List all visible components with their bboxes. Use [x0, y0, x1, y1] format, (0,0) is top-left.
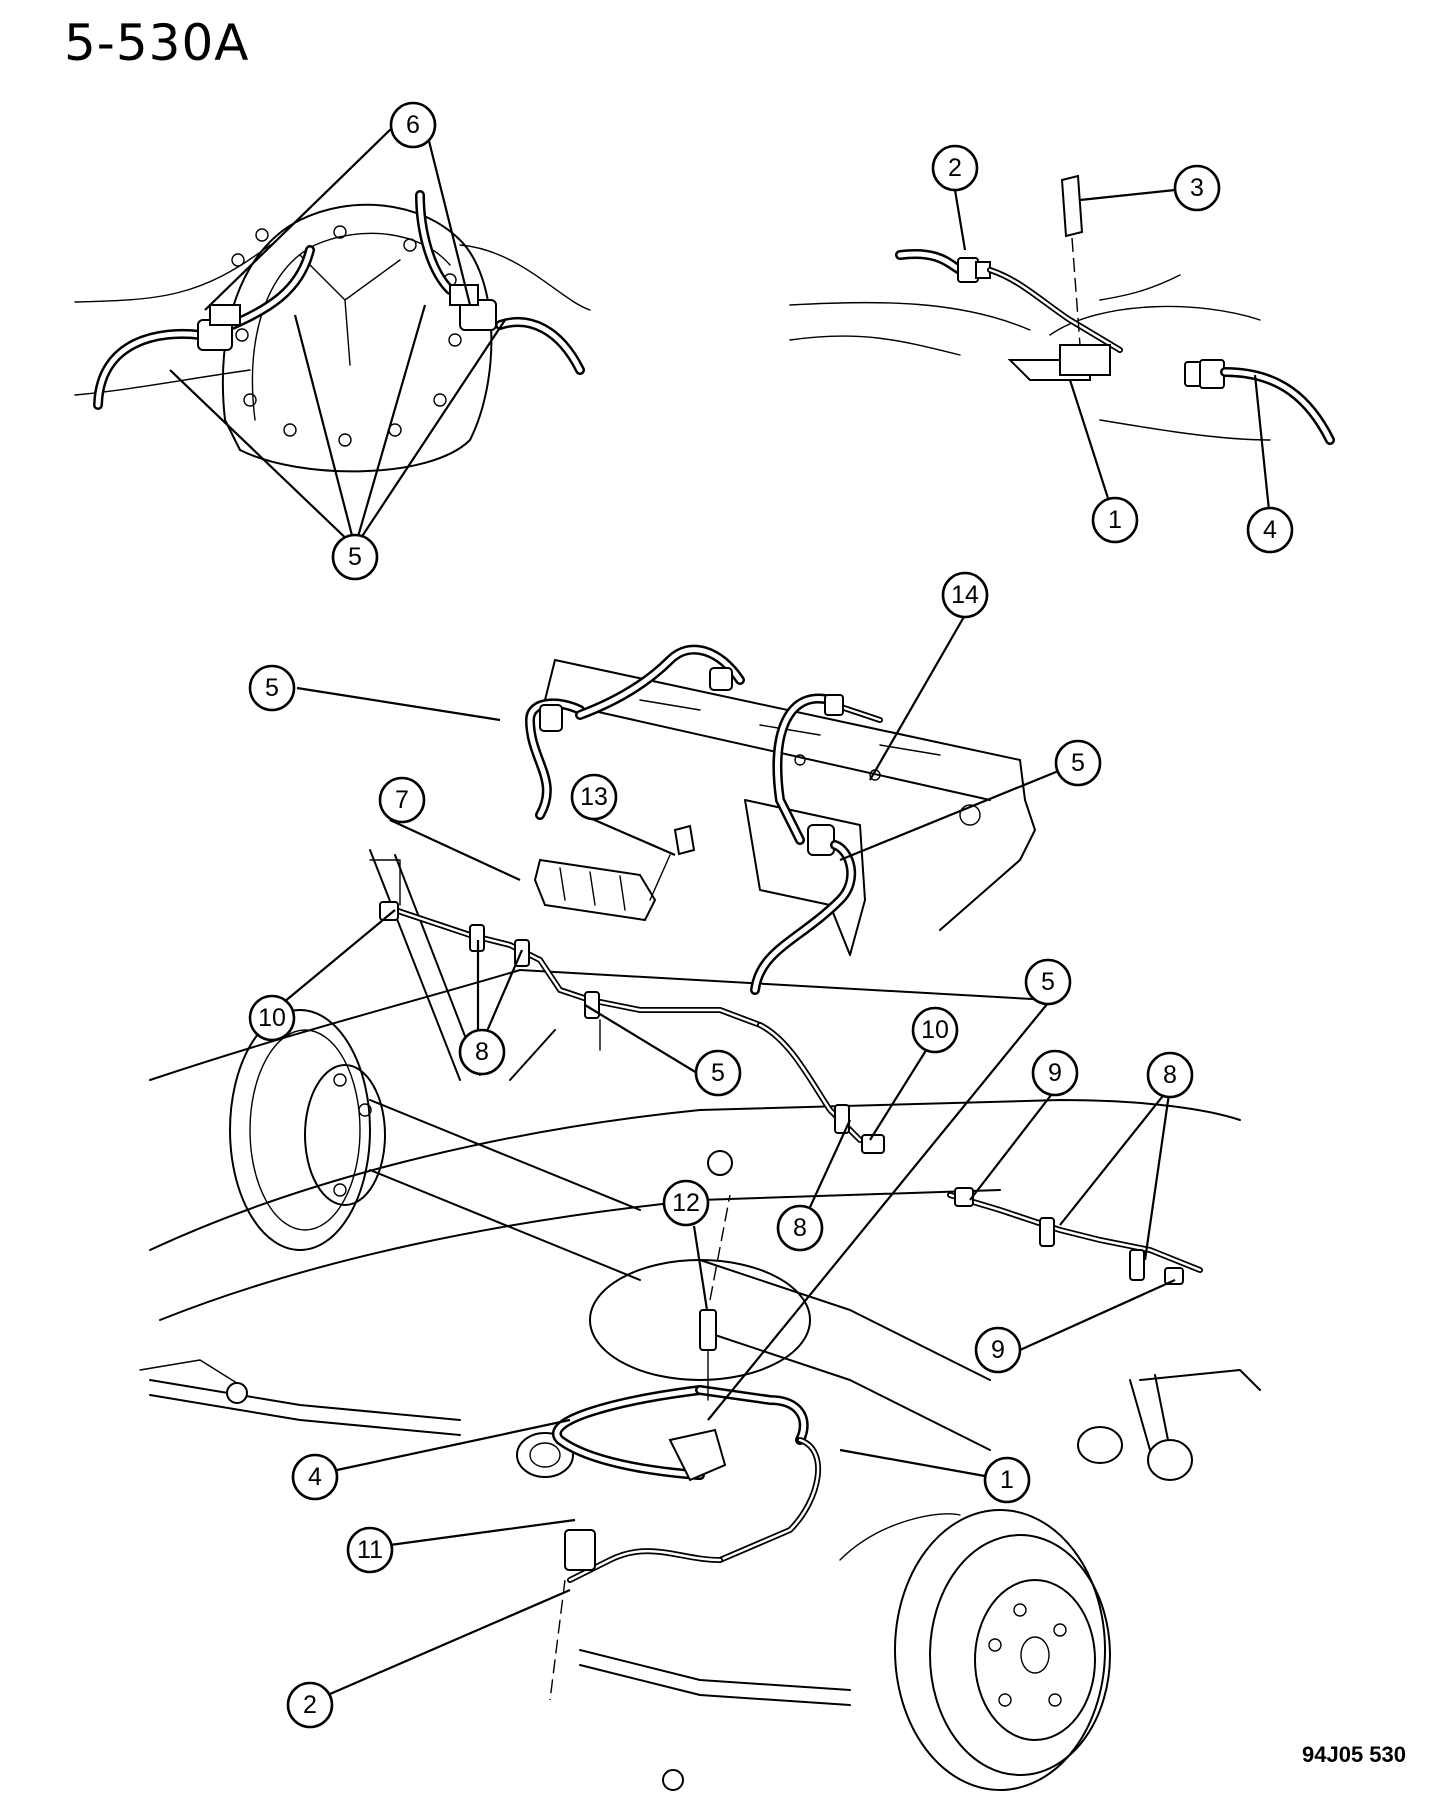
- callouts: 6 5 2 3 1 4 14 5 5 7 13 10 8 5 5 10 9 8 …: [248, 101, 1294, 1729]
- svg-text:2: 2: [948, 154, 962, 182]
- svg-text:4: 4: [308, 1463, 322, 1491]
- callout-5: 5: [694, 1049, 742, 1097]
- callout-11: 11: [346, 1526, 394, 1574]
- svg-text:10: 10: [258, 1004, 286, 1032]
- svg-text:7: 7: [395, 786, 409, 814]
- svg-text:11: 11: [357, 1536, 383, 1564]
- svg-text:3: 3: [1190, 174, 1204, 202]
- right-brake-drum: [894, 1509, 1111, 1791]
- svg-text:6: 6: [406, 111, 420, 139]
- svg-text:5: 5: [1041, 968, 1055, 996]
- callout-1: 1: [1091, 496, 1139, 544]
- svg-text:13: 13: [580, 783, 608, 811]
- svg-text:14: 14: [951, 581, 979, 609]
- svg-text:2: 2: [303, 1691, 317, 1719]
- svg-text:12: 12: [672, 1189, 700, 1217]
- svg-text:8: 8: [475, 1038, 489, 1066]
- callout-9: 9: [1031, 1049, 1079, 1097]
- page-title: 5-530A: [64, 14, 250, 72]
- callout-10: 10: [911, 1006, 959, 1054]
- callout-2: 2: [931, 144, 979, 192]
- callout-13: 13: [570, 773, 618, 821]
- callout-5: 5: [1024, 958, 1072, 1006]
- svg-text:5: 5: [265, 674, 279, 702]
- svg-text:1: 1: [1000, 1466, 1014, 1494]
- svg-text:5: 5: [1071, 749, 1085, 777]
- callout-3: 3: [1173, 164, 1221, 212]
- inset-bracket: [789, 174, 1335, 445]
- svg-text:5: 5: [348, 543, 362, 571]
- callout-4: 4: [1246, 506, 1294, 554]
- figure-code: 94J05 530: [1302, 1742, 1406, 1767]
- svg-text:8: 8: [793, 1214, 807, 1242]
- main-view: [139, 644, 1261, 1791]
- svg-text:10: 10: [921, 1016, 949, 1044]
- leader-lines: [169, 124, 1272, 1696]
- callout-8: 8: [776, 1204, 824, 1252]
- callout-4: 4: [291, 1453, 339, 1501]
- callout-5: 5: [1054, 739, 1102, 787]
- callout-8: 8: [458, 1028, 506, 1076]
- callout-8: 8: [1146, 1051, 1194, 1099]
- callout-12: 12: [662, 1179, 710, 1227]
- inset-differential: [74, 190, 591, 473]
- callout-14: 14: [941, 571, 989, 619]
- callout-5: 5: [248, 664, 296, 712]
- callout-5: 5: [331, 533, 379, 581]
- callout-2: 2: [286, 1681, 334, 1729]
- svg-text:8: 8: [1163, 1061, 1177, 1089]
- callout-7: 7: [378, 776, 426, 824]
- left-brake-drum: [229, 1009, 386, 1251]
- svg-text:4: 4: [1263, 516, 1277, 544]
- svg-text:5: 5: [711, 1059, 725, 1087]
- callout-6: 6: [389, 101, 437, 149]
- svg-text:1: 1: [1108, 506, 1122, 534]
- callout-9: 9: [974, 1326, 1022, 1374]
- svg-text:9: 9: [1048, 1059, 1062, 1087]
- callout-1: 1: [983, 1456, 1031, 1504]
- svg-text:9: 9: [991, 1336, 1005, 1364]
- callout-10: 10: [248, 994, 296, 1042]
